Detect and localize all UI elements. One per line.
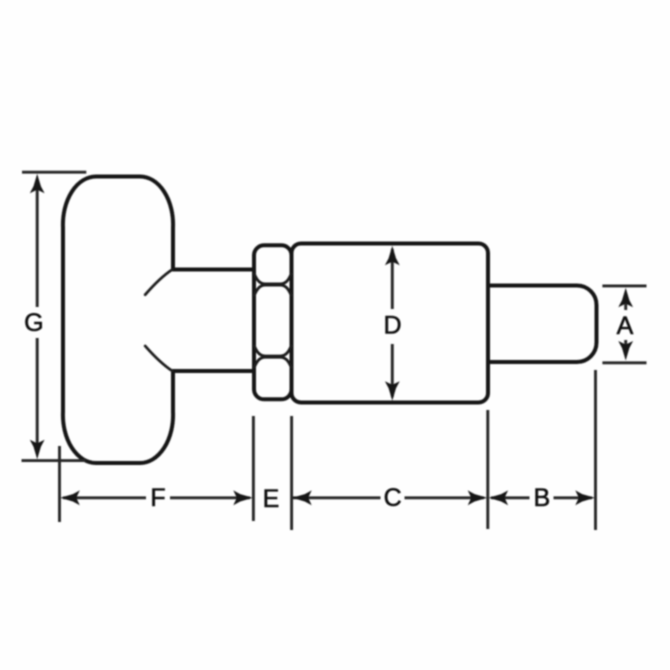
svg-text:F: F <box>150 484 165 512</box>
svg-text:C: C <box>384 484 402 512</box>
svg-text:A: A <box>617 312 634 340</box>
svg-text:D: D <box>383 312 401 340</box>
svg-text:B: B <box>533 484 550 512</box>
svg-text:G: G <box>24 309 43 337</box>
svg-text:E: E <box>263 485 280 513</box>
